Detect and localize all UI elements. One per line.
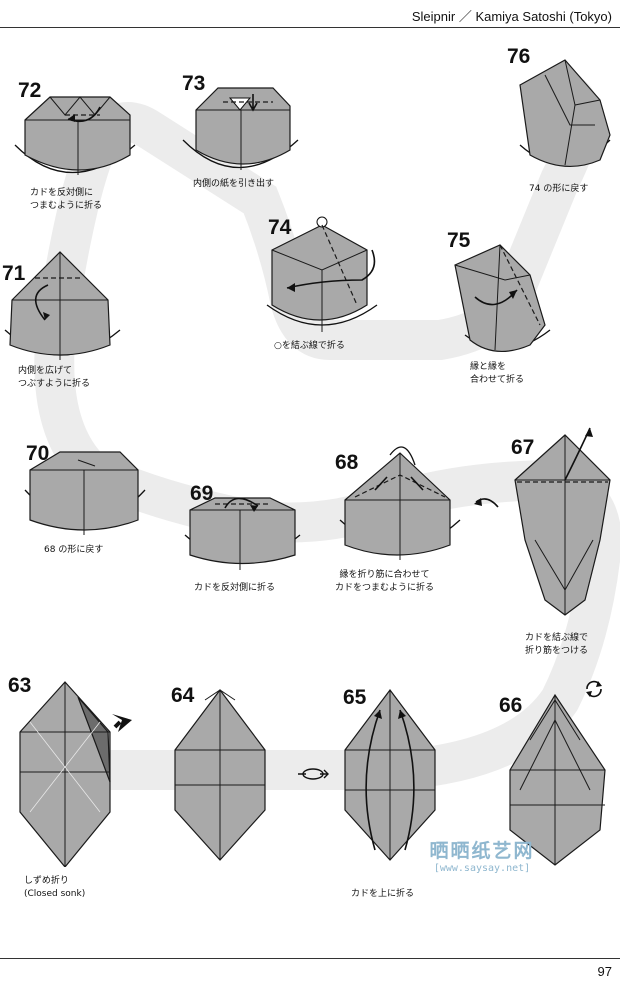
step-68: 68 縁を折り筋に合わせて カドをつまむように折る (335, 435, 465, 595)
step-74: 74 ○を結ぶ線で折る (262, 210, 387, 355)
step-67: 67 カドを結ぶ線で 折り筋をつける (505, 420, 620, 660)
diagram-64 (165, 680, 275, 870)
step-73: 73 内側の紙を引き出す (178, 70, 308, 200)
step-caption: 内側の紙を引き出す (193, 178, 274, 191)
step-75: 75 縁と縁を 合わせて折る (445, 225, 560, 390)
page-number: 97 (598, 964, 612, 979)
turn-arrow-icon (472, 492, 502, 512)
step-caption: カドを上に折る (351, 888, 414, 901)
watermark: 晒晒纸艺网 [www.saysay.net] (422, 836, 542, 874)
step-caption: カドを反対側に折る (194, 582, 275, 595)
turn-over-icon (296, 764, 330, 784)
footer-rule (0, 958, 620, 959)
step-76: 76 74 の形に戻す (505, 45, 615, 200)
step-caption: 68 の形に戻す (44, 544, 103, 557)
step-caption: 縁と縁を 合わせて折る (470, 361, 524, 387)
diagram-74 (262, 210, 387, 340)
watermark-url: [www.saysay.net] (422, 863, 542, 874)
diagram-70 (20, 440, 150, 540)
step-caption: しずめ折り (Closed sonk) (24, 875, 85, 901)
step-72: 72 カドを反対側に つまむように折る (10, 75, 145, 205)
diagram-75 (445, 225, 560, 360)
step-63: 63 しずめ折り (Closed sonk) (0, 672, 140, 902)
diagram-68 (335, 435, 465, 570)
watermark-main: 晒晒纸艺网 (422, 836, 542, 863)
step-caption: 74 の形に戻す (529, 183, 588, 196)
step-69: 69 カドを反対側に折る (180, 480, 305, 600)
step-64: 64 (165, 680, 275, 880)
diagram-69 (180, 480, 305, 575)
diagram-67 (505, 420, 620, 625)
diagram-71 (0, 240, 130, 365)
step-caption: カドを反対側に つまむように折る (30, 187, 102, 213)
step-caption: カドを結ぶ線で 折り筋をつける (525, 632, 588, 658)
diagram-73 (178, 70, 308, 180)
step-caption: ○を結ぶ線で折る (274, 340, 345, 353)
diagram-76 (505, 45, 615, 175)
step-70: 70 68 の形に戻す (20, 440, 150, 565)
step-71: 71 内側を広げて つぶすように折る (0, 240, 130, 390)
step-caption: 内側を広げて つぶすように折る (18, 365, 90, 391)
diagram-63 (0, 672, 140, 867)
diagram-72 (10, 75, 145, 175)
step-caption: 縁を折り筋に合わせて カドをつまむように折る (335, 569, 434, 595)
